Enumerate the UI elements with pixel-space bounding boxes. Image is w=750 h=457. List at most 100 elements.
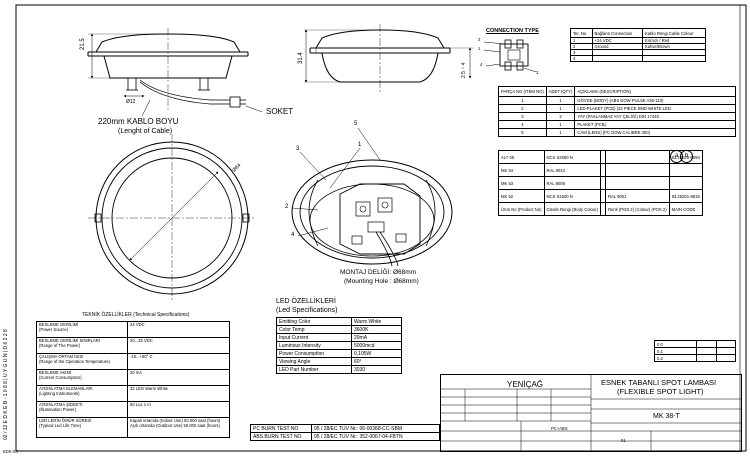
led-spec-value: 3600K (351, 325, 402, 334)
callout-4: 4 (291, 232, 295, 238)
part-code: MK 38-T (653, 413, 680, 420)
tech-spec-name-en: (Lighting Instruments) (39, 391, 80, 396)
led-spec-value: 5000mcd (351, 341, 402, 350)
led-spec-value: Warm White (351, 317, 402, 326)
socket-label: SOKET (266, 107, 294, 116)
tech-spec-value: 50 Lux 1 m (130, 402, 151, 408)
front-view (88, 134, 256, 302)
led-spec-name: Color Temp (276, 325, 352, 334)
parts-cell: YAY (PASLANMAZ YAY ÇELİĞİ) DIN 17440 (574, 112, 736, 121)
wiring-cell (591, 55, 643, 62)
wiring-header: Bağlantı Connection (591, 28, 643, 38)
revision-cell: 0.1 (653, 347, 698, 355)
tech-specs-table: BESLEME GERİLİMİ(Power Source)24 VDC BES… (36, 321, 230, 438)
led-spec-name: Luminous Intensity (276, 341, 352, 350)
tech-spec-name-en: (Range of The Power) (39, 343, 81, 348)
burn-test-value: 95 / 28/EC TUV Nr.: 352-0067-04-FBTN (311, 432, 440, 441)
conn-callout-4: 4 (480, 62, 483, 67)
color-cell (599, 202, 606, 216)
color-cell: Ürün No (Product No) (498, 202, 545, 216)
parts-table: PARÇA NO (ITEM NO) ADET (QTY) AÇIKLAMA (… (498, 86, 736, 137)
callout-5: 5 (354, 121, 358, 127)
color-cell: NCS S2500 N (543, 150, 601, 164)
parts-header: AÇIKLAMA (DESCRIPTION) (574, 86, 736, 97)
color-cell: RAL 9006 (543, 176, 601, 190)
isometric-view (291, 127, 453, 267)
mounting-hole-label: MONTAJ DELİĞİ: Ø68mm (340, 269, 417, 276)
parts-cell: 2 (545, 112, 576, 121)
revision-cell: 0.2 (653, 354, 698, 362)
led-spec-name: Emitting Color (276, 317, 352, 326)
parts-cell: 5 (498, 128, 547, 137)
tech-spec-name: BESLEME AKIMI (39, 370, 72, 376)
title-block: YENİÇAĞ ESNEK TABANLI SPOT LAMBASI (FLEX… (440, 374, 742, 452)
wiring-header: Kablo Rengi Cable Colour (641, 28, 707, 38)
drawing-title-en: (FLEXIBLE SPOT LIGHT) (617, 387, 704, 396)
tech-spec-value: Kapalı ortamda (Indoor Use) 50.000 saat … (130, 418, 221, 424)
parts-cell: PLAKET (PCB) (574, 120, 736, 129)
led-spec-name: Input Current (276, 333, 352, 342)
color-cell: NCS S2500 N (543, 189, 601, 203)
color-cell (604, 176, 670, 190)
wiring-table: Ter. No Bağlantı Connection Kablo Rengi … (570, 28, 707, 62)
parts-cell: 1 (498, 96, 547, 105)
color-cell: ALT 05 (498, 150, 545, 164)
drawing-title: ESNEK TABANLI SPOT LAMBASI (601, 378, 717, 387)
led-specs-title-en: (Led Specifications) (276, 307, 338, 314)
color-cell: MK 53 (498, 176, 545, 190)
conn-callout-1: 1 (478, 46, 481, 51)
wiring-cell: 4 (570, 55, 593, 62)
parts-cell: 2 (498, 104, 547, 113)
badge-b: b (680, 150, 693, 163)
conn-callout-3: 3 (536, 70, 539, 75)
callout-1: 1 (358, 142, 362, 148)
color-cell: Renk (POS 2) (Colour) (POS 2) (604, 202, 670, 216)
tech-spec-name-en: (Current Consumption) (39, 375, 82, 380)
mounting-hole-label-en: (Mounting Hole : Ø68mm) (344, 278, 419, 285)
material: PC+ABS (551, 426, 568, 431)
cable-length-label-en: (Lenght of Cable) (118, 128, 173, 135)
tech-spec-name-en: (Range of the Operation Temperature) (39, 359, 110, 364)
side-stamp: 02 / 12 E D K E B - 1 0 8 8 | U Y G U N … (3, 329, 9, 440)
title-block-grid (441, 375, 741, 451)
tech-spec-name: LED LERİN ÖMÜR SÜRESİ (39, 418, 92, 424)
revision-cell: 0.0 (653, 340, 698, 348)
burn-test-label: ABS BURN TEST NO (250, 432, 312, 441)
dim-height-3: 2.5 ~ 4 (461, 62, 467, 78)
dim-height-2: 31.4 (298, 52, 304, 64)
sheet-number: 01 (621, 438, 626, 443)
tech-spec-name: AYDINLATMA ŞİDDETİ (39, 402, 83, 408)
color-cell (668, 176, 703, 190)
sheet-frame (15, 4, 747, 452)
led-spec-value: 3030 (351, 365, 402, 374)
color-cell (604, 150, 670, 164)
led-spec-value: 0,105W (351, 349, 402, 358)
color-cell: MK 52 (498, 189, 545, 203)
tech-spec-name: BESLEME GERİLİMİ SINIRLARI (39, 338, 100, 344)
tech-spec-name-en: (Power Source) (39, 327, 69, 332)
connection-type-title: CONNECTION TYPE (486, 28, 539, 34)
color-cell: MK 54 (498, 163, 545, 177)
parts-cell: GÖVDE (BODY) (ABS DOW PULSE A35-110) (574, 96, 736, 105)
tech-spec-value: 20...32 VDC (130, 338, 153, 344)
callout-2: 2 (285, 204, 289, 210)
color-cell: 83.25201-6816 (668, 189, 703, 203)
wiring-header: Ter. No (570, 28, 593, 38)
parts-header: ADET (QTY) (545, 86, 576, 97)
parts-cell: 1 (545, 104, 576, 113)
led-specs-title: LED ÖZELLİKLERİ (276, 298, 336, 305)
dim-height-1: 21.5 (80, 38, 86, 50)
color-cell: RAL 9010 (543, 163, 601, 177)
parts-header: PARÇA NO (ITEM NO) (498, 86, 547, 97)
burn-test-value: 95 / 28/EC TUV Nr.: 06-00368-CC-SBM (311, 424, 440, 433)
revision-table: 0.0 0.1 0.2 (653, 340, 737, 362)
connection-diagram (483, 39, 537, 73)
tech-spec-value: 24 VDC (130, 322, 145, 328)
tech-spec-name: ÇALIŞMA ORTAM ISISI (39, 354, 84, 360)
parts-cell: 1 (545, 96, 576, 105)
